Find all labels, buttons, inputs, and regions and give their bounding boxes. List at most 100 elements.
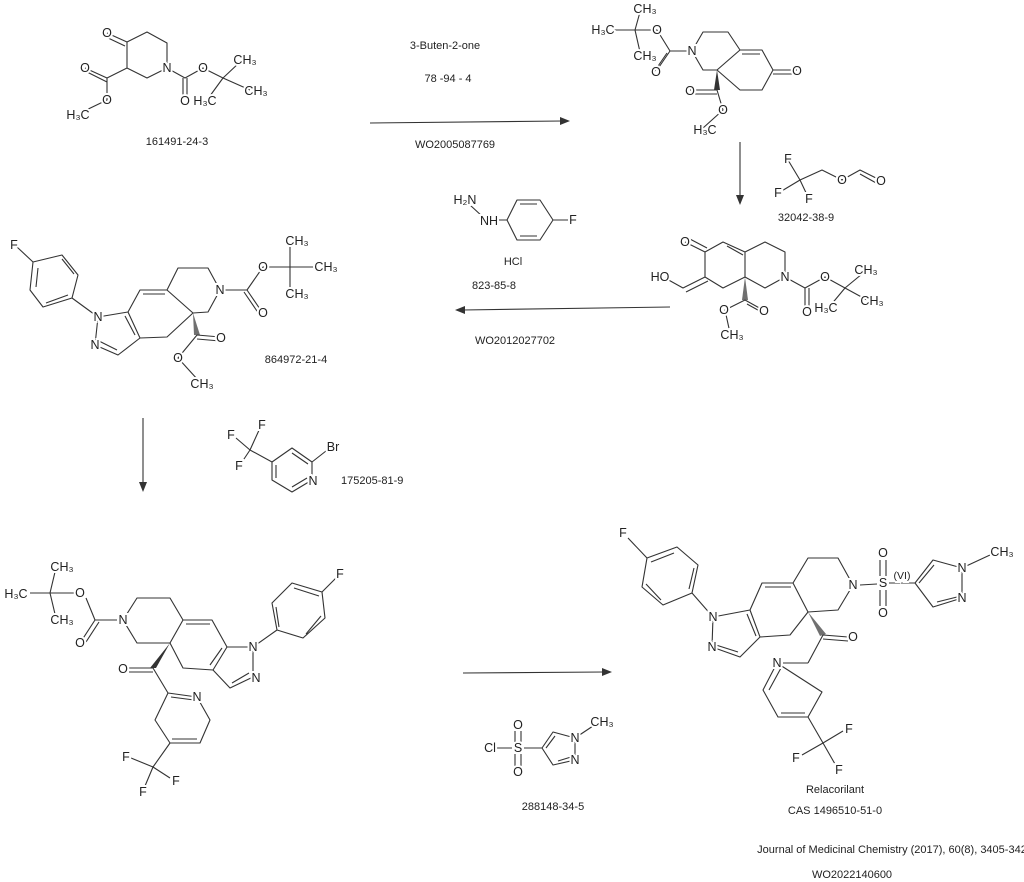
journal-reference: Journal of Medicinal Chemistry (2017), 6… xyxy=(757,844,1024,856)
patent-reference: WO2022140600 xyxy=(812,869,892,881)
atom-label: O xyxy=(173,351,183,365)
atom-label: N xyxy=(687,44,696,58)
atom-label: O xyxy=(680,235,690,249)
patent-reference: WO2012027702 xyxy=(475,335,555,347)
reagent-salt: HCl xyxy=(504,256,522,268)
reaction-arrow-3 xyxy=(455,306,671,314)
atom-label: F xyxy=(235,459,243,473)
reaction-arrow-5 xyxy=(462,668,612,676)
atom-label: N xyxy=(90,338,99,352)
compound-relacorilant: F N N N S (VI) O O N N CH₃ O N F F F Rel… xyxy=(617,524,1015,817)
bond-lines xyxy=(469,199,568,241)
atom-label: H₃C xyxy=(693,123,716,137)
atom-label: N xyxy=(780,270,789,284)
atom-label: N xyxy=(772,656,781,670)
atom-label: F xyxy=(774,186,782,200)
bond-lines xyxy=(235,427,327,493)
atom-label: O xyxy=(513,718,523,732)
atom-label: O xyxy=(102,26,112,40)
compound-enone: CH₃ H₃C CH₃ O N O O O O H₃C xyxy=(589,0,804,139)
atom-label: O xyxy=(652,23,662,37)
atom-label: O xyxy=(820,270,830,284)
reagent-pyrazole-sulfonyl-chloride: Cl S O O N N CH₃ xyxy=(482,713,615,781)
bond-lines xyxy=(30,571,337,787)
arrow-shaft xyxy=(369,120,563,124)
atom-label: NH xyxy=(480,214,498,228)
atom-label: O xyxy=(876,174,886,188)
atom-label: F xyxy=(172,774,180,788)
bond-lines xyxy=(664,237,868,334)
arrow-shaft xyxy=(462,306,671,311)
atom-label: CH₃ xyxy=(590,715,613,729)
product-cas: CAS 1496510-51-0 xyxy=(788,805,882,817)
atom-label: CH₃ xyxy=(633,49,656,63)
atom-label: F xyxy=(792,751,800,765)
atom-label: CH₃ xyxy=(720,328,743,342)
atom-label: CH₃ xyxy=(244,84,267,98)
reagent-trifluoroethyl-formate: F F F O O xyxy=(772,150,888,208)
reagent-cas: 288148-34-5 xyxy=(522,801,584,813)
atom-label: N xyxy=(118,613,127,627)
reaction-arrow-2 xyxy=(736,142,744,205)
atom-label: O xyxy=(878,546,888,560)
reaction-arrow-1 xyxy=(369,117,570,125)
compound-hydroxymethylene: O HO N O O CH₃ O O CH₃ CH₃ H₃C xyxy=(649,233,886,344)
atom-label: O xyxy=(685,84,695,98)
atom-label: O xyxy=(719,303,729,317)
atom-label: H₃C xyxy=(814,301,837,315)
atom-label: O xyxy=(118,662,128,676)
atom-label: CH₃ xyxy=(285,287,308,301)
reagent-cas: 32042-38-9 xyxy=(778,212,834,224)
atom-label: CH₃ xyxy=(314,260,337,274)
atom-label: CH₃ xyxy=(854,263,877,277)
atom-label: (VI) xyxy=(894,570,911,582)
atom-label: N xyxy=(308,474,317,488)
atom-label: O xyxy=(198,61,208,75)
arrowhead xyxy=(139,482,147,492)
reagent-name: 3-Buten-2-one xyxy=(410,40,480,52)
atom-label: O xyxy=(102,93,112,107)
atom-label: N xyxy=(708,610,717,624)
atom-label: F xyxy=(569,213,577,227)
bond-lines xyxy=(779,159,881,198)
bond-lines xyxy=(714,70,720,90)
atom-label: N xyxy=(251,671,260,685)
atom-label: S xyxy=(879,576,887,590)
atom-label: O xyxy=(513,765,523,779)
atom-label: O xyxy=(759,304,769,318)
atom-label: F xyxy=(139,785,147,799)
atom-label: N xyxy=(707,640,716,654)
atom-label: N xyxy=(215,283,224,297)
atom-label: F xyxy=(784,152,792,166)
compound-cas: 161491-24-3 xyxy=(146,136,208,148)
atom-label: CH₃ xyxy=(190,377,213,391)
atom-label: F xyxy=(835,763,843,777)
atom-label: N xyxy=(570,731,579,745)
patent-reference: WO2005087769 xyxy=(415,139,495,151)
reagent-bromopyridine: F F F Br N xyxy=(225,416,341,493)
arrowhead xyxy=(560,117,570,125)
atom-label: F xyxy=(10,238,18,252)
arrowhead xyxy=(736,195,744,205)
atom-label: O xyxy=(792,64,802,78)
compound-864972-21-4: F N N N O O CH₃ CH₃ CH₃ O O CH₃ 864972-2… xyxy=(8,232,339,393)
reagent-cas: 823-85-8 xyxy=(472,280,516,292)
atom-label: H₃C xyxy=(591,23,614,37)
atom-label: N xyxy=(93,310,102,324)
atom-label: H₂N xyxy=(454,193,477,207)
atom-label: F xyxy=(227,428,235,442)
atom-label: N xyxy=(162,61,171,75)
atom-label: F xyxy=(619,526,627,540)
bond-lines xyxy=(612,11,797,129)
atom-label: O xyxy=(718,103,728,117)
atom-label: N xyxy=(957,561,966,575)
atom-label: F xyxy=(336,567,344,581)
arrow-shaft xyxy=(462,671,605,674)
compound-161491-24-3: O O O H₃C N O O CH₃ CH₃ H₃C 161491-24-3 xyxy=(64,24,269,148)
atom-label: Br xyxy=(327,440,340,454)
atom-label: HO xyxy=(651,270,670,284)
atom-label: CH₃ xyxy=(860,294,883,308)
atom-label: F xyxy=(258,418,266,432)
atom-label: CH₃ xyxy=(50,560,73,574)
